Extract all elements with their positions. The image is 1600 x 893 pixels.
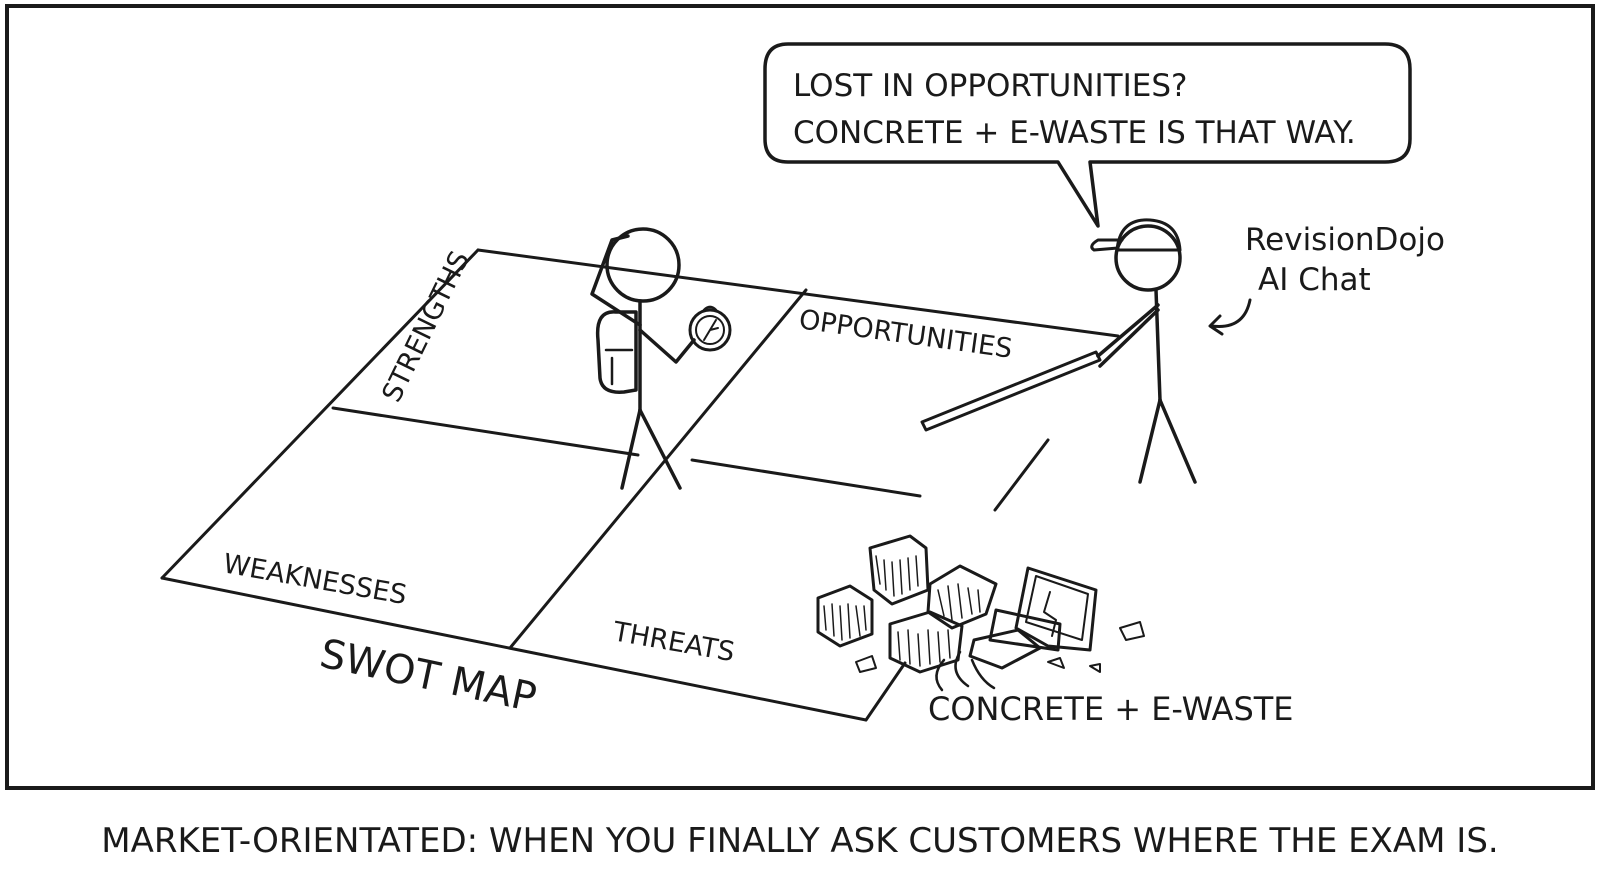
label-strengths: STRENGTHS bbox=[376, 246, 476, 407]
ai-chat-figure bbox=[1090, 218, 1197, 484]
character-label-line-1: RevisionDojo bbox=[1245, 222, 1445, 258]
compass-icon bbox=[688, 305, 732, 352]
rubble-pile bbox=[816, 534, 1145, 692]
pile-label: CONCRETE + E-WASTE bbox=[928, 690, 1294, 728]
swot-map-grid bbox=[160, 248, 1120, 722]
character-label-line-2: AI Chat bbox=[1258, 262, 1371, 298]
speech-line-2: CONCRETE + E-WASTE IS THAT WAY. bbox=[793, 115, 1356, 151]
label-threats: THREATS bbox=[610, 616, 737, 668]
panel-border bbox=[5, 4, 1595, 790]
speech-line-1: LOST IN OPPORTUNITIES? bbox=[793, 68, 1187, 104]
label-weaknesses: WEAKNESSES bbox=[221, 548, 409, 611]
hiker-figure bbox=[590, 227, 696, 490]
label-arrow bbox=[1208, 298, 1252, 336]
caption: MARKET-ORIENTATED: WHEN YOU FINALLY ASK … bbox=[101, 821, 1498, 861]
speech-bubble: LOST IN OPPORTUNITIES? CONCRETE + E-WAST… bbox=[763, 42, 1412, 228]
label-opportunities: OPPORTUNITIES bbox=[797, 304, 1014, 365]
label-swot-map: SWOT MAP bbox=[316, 631, 540, 722]
pointer-stick bbox=[920, 350, 1102, 432]
